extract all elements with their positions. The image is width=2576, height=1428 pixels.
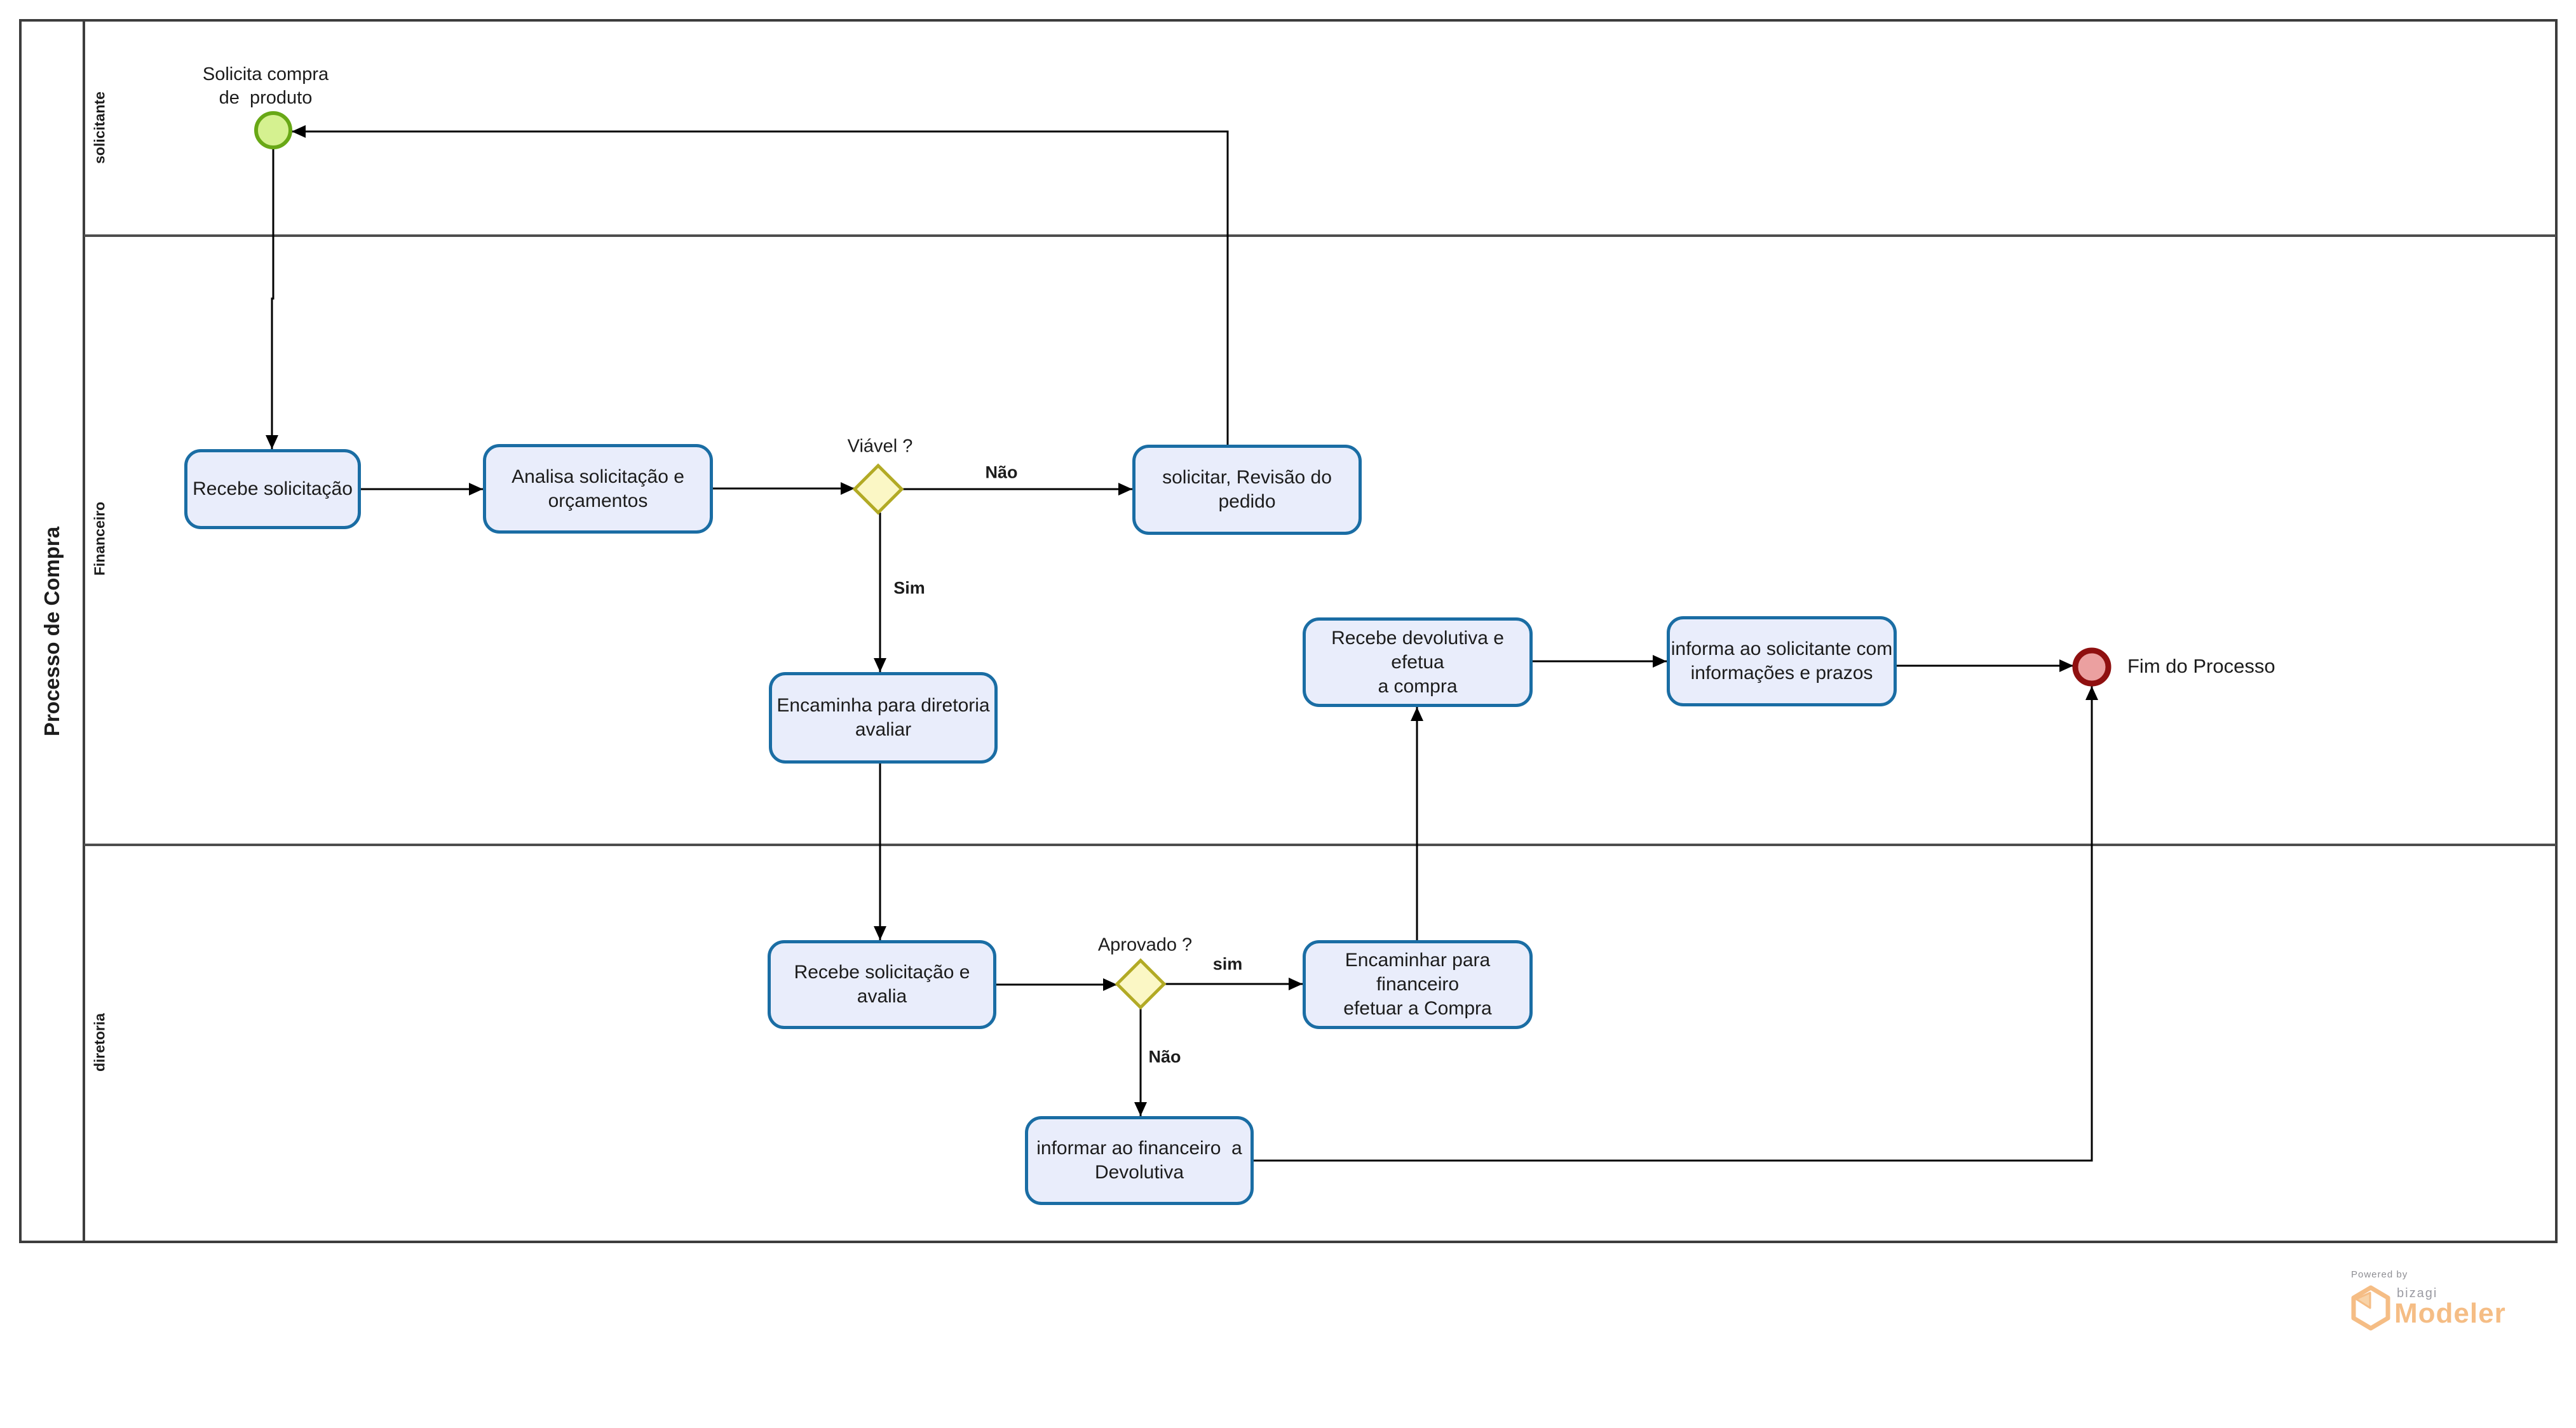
edge-label-aprovado-nao: Não: [1148, 1047, 1181, 1067]
edge-label-viavel-sim: Sim: [893, 578, 925, 598]
edge-label-aprovado-sim: sim: [1212, 954, 1243, 974]
lane-label-diretoria: diretoria: [91, 1013, 108, 1072]
modeler-product-text: Modeler: [2394, 1298, 2506, 1329]
task-analisa-solicitacao[interactable]: Analisa solicitação e orçamentos: [483, 444, 713, 534]
task-recebe-avalia[interactable]: Recebe solicitação e avalia: [768, 940, 996, 1029]
start-event-circle[interactable]: [254, 111, 292, 149]
task-informar-devolutiva[interactable]: informar ao financeiro a Devolutiva: [1025, 1116, 1254, 1205]
pool-label: Processo de Compra: [40, 526, 64, 737]
flow-informar-devolutiva-to-end: [1254, 686, 2098, 1162]
flow-start-to-recebe: [266, 149, 278, 449]
edge-label-viavel-nao: Não: [985, 462, 1018, 482]
lane-label-solicitante: solicitante: [91, 91, 108, 164]
end-event-circle[interactable]: [2072, 647, 2112, 687]
gateway-aprovado-diamond[interactable]: [1115, 958, 1167, 1010]
gateway-aprovado-label: Aprovado ?: [1097, 934, 1193, 955]
gateway-viavel-diamond[interactable]: [852, 463, 904, 515]
start-event-label: Solicita compra de produto: [202, 64, 329, 108]
task-recebe-devolutiva[interactable]: Recebe devolutiva e efetua a compra: [1303, 617, 1533, 707]
bizagi-cube-icon: [2351, 1285, 2390, 1331]
gateway-viavel-label: Viável ?: [847, 436, 913, 457]
lane-label-financeiro: Financeiro: [91, 501, 108, 576]
task-encaminha-diretoria[interactable]: Encaminha para diretoria avaliar: [769, 672, 998, 764]
end-event-label: Fim do Processo: [2127, 655, 2275, 677]
bizagi-modeler-logo: Powered by bizagi Modeler: [2351, 1269, 2505, 1331]
flow-revisao-back-to-start: [292, 125, 1229, 445]
task-encaminhar-financeiro[interactable]: Encaminhar para financeiro efetuar a Com…: [1303, 940, 1533, 1029]
pool-border: [19, 19, 2558, 1243]
bizagi-brand-text: bizagi: [2397, 1286, 2438, 1300]
task-recebe-solicitacao[interactable]: Recebe solicitação: [184, 449, 361, 529]
task-solicitar-revisao[interactable]: solicitar, Revisão do pedido: [1132, 445, 1362, 535]
powered-by-text: Powered by: [2351, 1269, 2408, 1280]
task-informa-solicitante[interactable]: informa ao solicitante com informações e…: [1667, 616, 1897, 706]
